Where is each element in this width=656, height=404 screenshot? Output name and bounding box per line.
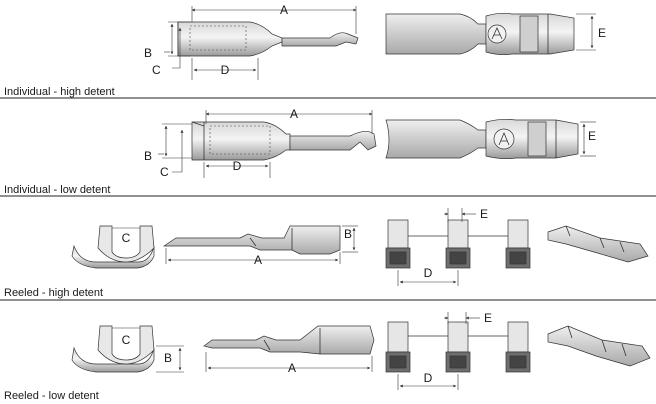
section-caption: Reeled - low detent xyxy=(4,390,99,402)
dim-d-label: D xyxy=(424,371,433,385)
reel-strip xyxy=(385,219,531,269)
side-view xyxy=(162,225,341,255)
dim-e-label: E xyxy=(480,207,488,221)
dim-d-label: D xyxy=(233,159,242,173)
dim-b-label: B xyxy=(144,46,152,60)
dim-b-label: B xyxy=(164,351,172,365)
side-view xyxy=(191,121,377,161)
dim-a-label: A xyxy=(254,253,262,267)
iso-view xyxy=(547,225,649,263)
section-reeled-high: C A B xyxy=(0,207,656,301)
section-individual-high: A B C D E Individual - high detent xyxy=(0,3,656,99)
dim-c-label: C xyxy=(122,333,131,347)
dim-c-label: C xyxy=(122,231,131,245)
side-view xyxy=(177,21,359,57)
dim-e-label: E xyxy=(484,311,492,325)
section-reeled-low: C B A xyxy=(4,311,651,402)
section-individual-low: A B C D E Individual - low detent xyxy=(0,107,656,197)
dim-a-label: A xyxy=(288,361,296,375)
section-caption: Reeled - high detent xyxy=(4,287,103,299)
section-caption: Individual - high detent xyxy=(4,86,115,98)
dim-c-label: C xyxy=(152,63,161,77)
reel-strip xyxy=(385,321,531,373)
dim-a-label: A xyxy=(290,107,298,121)
top-view xyxy=(385,12,575,56)
dim-d-label: D xyxy=(424,266,433,280)
dim-e-label: E xyxy=(588,129,596,143)
dim-d-label: D xyxy=(221,63,230,77)
dim-e-label: E xyxy=(598,26,606,40)
iso-view xyxy=(547,325,651,367)
end-view xyxy=(71,225,155,269)
top-view xyxy=(385,118,579,160)
dim-c-label: C xyxy=(160,165,169,179)
dim-a-label: A xyxy=(280,3,288,17)
dim-b-label: B xyxy=(344,227,352,241)
section-caption: Individual - low detent xyxy=(4,184,110,196)
side-view xyxy=(203,325,375,355)
end-view xyxy=(71,325,155,373)
dim-b-label: B xyxy=(144,149,152,163)
